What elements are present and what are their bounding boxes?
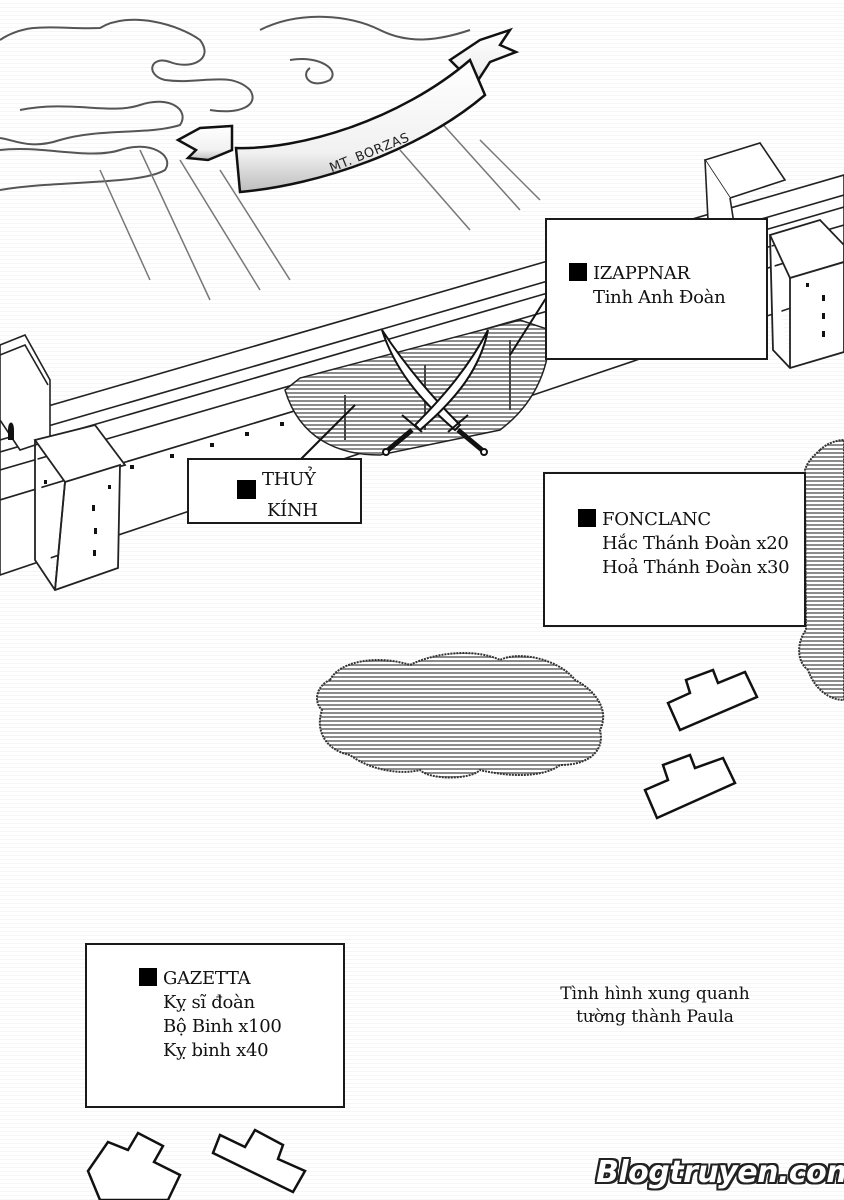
forest-center: [315, 652, 605, 779]
black-square-icon: [578, 509, 596, 527]
right-tower-windows: [806, 283, 825, 337]
region-detail: KÍNH: [267, 500, 318, 521]
site-watermark: Blogtruyen.com: [596, 1155, 844, 1190]
right-tower-back: [703, 142, 787, 232]
map-caption: Tình hình xung quanh tường thành Paula: [548, 983, 762, 1029]
region-detail: Kỵ binh x40: [163, 1040, 269, 1061]
left-tower-front: [33, 423, 127, 592]
tower-door: [8, 422, 14, 440]
wall-loopholes: [130, 422, 284, 469]
leader-lines: [299, 294, 549, 461]
region-detail: Kỵ sĩ đoàn: [163, 992, 255, 1013]
mountain-clouds: [0, 15, 471, 191]
forest-east: [798, 438, 844, 702]
black-square-icon: [569, 263, 587, 281]
black-square-icon: [237, 480, 256, 499]
region-name: GAZETTA: [163, 968, 251, 989]
mountain-ridges: [99, 109, 541, 301]
region-detail: Bộ Binh x100: [163, 1016, 282, 1037]
region-detail: Hoả Thánh Đoàn x30: [602, 557, 790, 578]
region-name: IZAPPNAR: [593, 263, 690, 284]
region-name: THUỶ: [262, 469, 316, 490]
crossed-swords-icon: [381, 329, 489, 456]
region-label-thuy-kinh: THUỶ KÍNH: [187, 458, 362, 524]
region-label-gazetta: GAZETTA Kỵ sĩ đoàn Bộ Binh x100 Kỵ binh …: [85, 943, 345, 1108]
tower-windows: [44, 480, 111, 556]
unit-marker: [86, 668, 759, 1200]
region-label-fonclanc: FONCLANC Hắc Thánh Đoàn x20 Hoả Thánh Đo…: [543, 472, 806, 627]
caption-line-1: Tình hình xung quanh: [560, 984, 750, 1004]
black-square-icon: [139, 968, 157, 986]
region-detail: Hắc Thánh Đoàn x20: [602, 533, 789, 554]
region-label-izappnar: IZAPPNAR Tinh Anh Đoàn: [545, 218, 768, 360]
right-tower-front: [768, 218, 844, 370]
region-detail: Tinh Anh Đoàn: [593, 287, 726, 308]
region-name: FONCLANC: [602, 509, 711, 530]
caption-line-2: tường thành Paula: [576, 1007, 734, 1027]
